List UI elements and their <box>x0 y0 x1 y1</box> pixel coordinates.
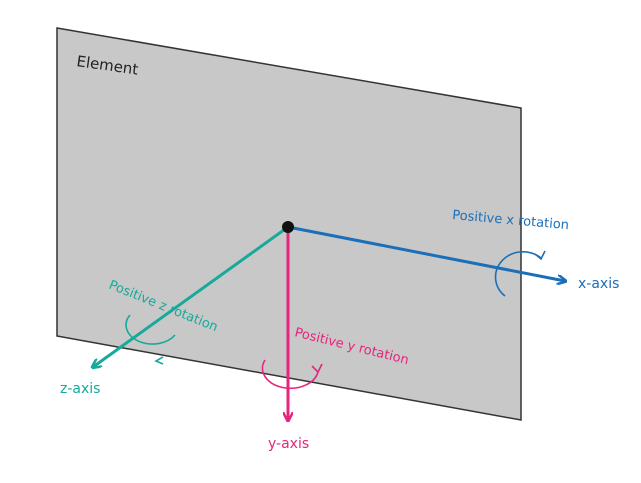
z-rotation-arc-icon <box>125 314 176 345</box>
y-axis-label: y-axis <box>268 436 309 452</box>
origin-point <box>282 221 294 233</box>
y-rotation-arrowhead-icon <box>311 363 323 374</box>
y-rotation-arc-icon <box>261 359 319 390</box>
z-axis-label: z-axis <box>60 381 100 397</box>
x-rotation-arc-icon <box>494 251 542 297</box>
z-axis-arrow <box>93 225 289 367</box>
x-axis-label: x-axis <box>578 276 619 292</box>
z-rotation-arrowhead-icon <box>154 356 164 365</box>
x-rotation-arrowhead-icon <box>534 250 546 261</box>
x-axis-arrow <box>287 225 565 281</box>
